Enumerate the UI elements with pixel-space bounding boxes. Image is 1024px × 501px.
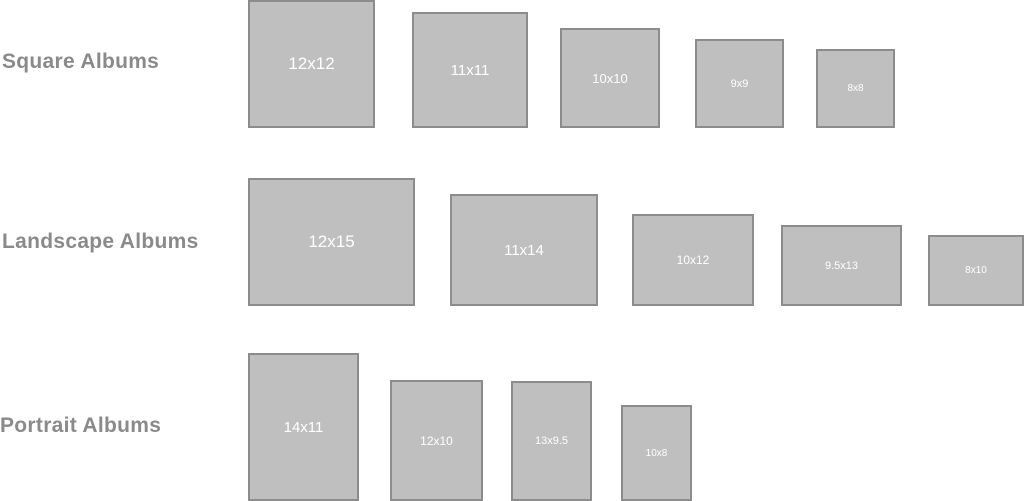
landscape-album-12x15: 12x15 <box>248 178 415 306</box>
portrait-album-14x11: 14x11 <box>248 353 359 501</box>
album-size-label: 9.5x13 <box>824 259 859 272</box>
square-album-9x9: 9x9 <box>695 39 784 128</box>
square-album-11x11: 11x11 <box>412 12 528 128</box>
album-size-label: 12x15 <box>308 232 355 251</box>
landscape-album-11x14: 11x14 <box>450 194 598 306</box>
landscape-album-10x12: 10x12 <box>632 214 754 306</box>
square-albums-title: Square Albums <box>2 50 160 73</box>
album-size-label: 8x8 <box>847 83 864 94</box>
portrait-album-12x10: 12x10 <box>390 380 483 501</box>
landscape-album-9.5x13: 9.5x13 <box>781 225 902 306</box>
album-size-label: 9x9 <box>730 77 749 90</box>
square-album-8x8: 8x8 <box>816 49 895 128</box>
square-album-10x10: 10x10 <box>560 28 660 128</box>
landscape-albums-title: Landscape Albums <box>2 230 199 253</box>
portrait-album-13x9.5: 13x9.5 <box>511 381 592 501</box>
album-size-label: 10x10 <box>592 70 628 86</box>
album-size-label: 13x9.5 <box>534 435 569 447</box>
album-size-label: 8x10 <box>965 265 987 276</box>
album-size-label: 12x12 <box>288 54 335 73</box>
album-size-label: 10x12 <box>676 253 710 267</box>
album-size-label: 12x10 <box>420 433 453 448</box>
album-size-label: 10x8 <box>645 447 668 459</box>
album-size-label: 11x14 <box>504 241 544 259</box>
portrait-albums-title: Portrait Albums <box>0 414 162 437</box>
landscape-album-8x10: 8x10 <box>928 235 1024 306</box>
portrait-album-10x8: 10x8 <box>621 405 692 501</box>
square-album-12x12: 12x12 <box>248 0 375 128</box>
album-size-label: 11x11 <box>450 61 490 79</box>
album-size-label: 14x11 <box>283 418 324 436</box>
